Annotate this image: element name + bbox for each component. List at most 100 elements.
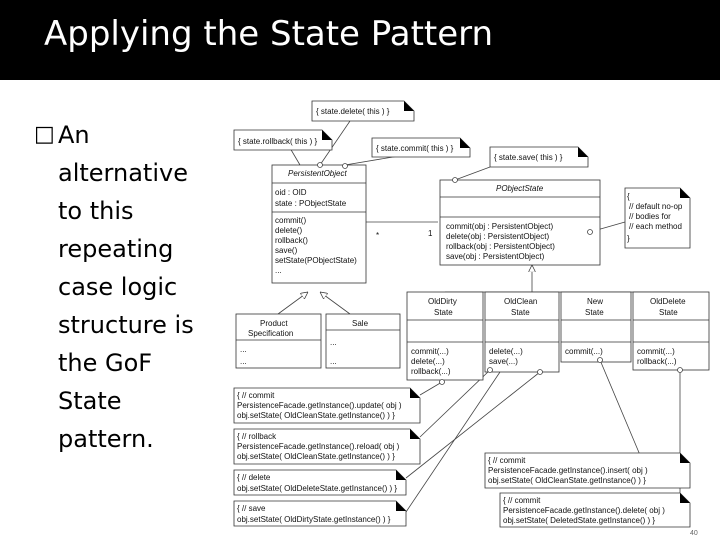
- attribute: oid : OID: [275, 188, 307, 197]
- note-save: { // save obj.setState( OldDirtyState.ge…: [233, 500, 407, 527]
- class-product-specification: Product Specification ... ...: [235, 313, 322, 369]
- bullet-line: pattern.: [58, 425, 154, 453]
- note-state-rollback: { state.rollback( this ) }: [233, 129, 333, 151]
- note-text: { // commit: [237, 391, 275, 400]
- note-text: { state.save( this ) }: [494, 153, 563, 162]
- note-state-commit: { state.commit( this ) }: [371, 137, 471, 158]
- note-text: PersistenceFacade.getInstance().delete( …: [503, 506, 665, 515]
- anchor-circle: [439, 379, 445, 385]
- bullet-line: to this: [58, 197, 134, 225]
- note-text: { state.commit( this ) }: [376, 144, 454, 153]
- operation: setState(PObjectState): [275, 256, 357, 265]
- note-link: [405, 371, 501, 513]
- attribute: state : PObjectState: [275, 199, 347, 208]
- class-name: State: [659, 308, 678, 317]
- note-text: { // rollback: [237, 432, 277, 441]
- operation: delete(obj : PersistentObject): [446, 232, 549, 241]
- bullet-line: the GoF: [58, 349, 153, 377]
- anchor-circle: [452, 177, 458, 183]
- page-number: 40: [690, 530, 698, 537]
- operation: commit(...): [411, 347, 449, 356]
- note-text: {: [627, 192, 630, 201]
- anchor-circle: [317, 162, 323, 168]
- compartment: ...: [330, 357, 337, 366]
- note-text: obj.setState( OldCleanState.getInstance(…: [237, 452, 395, 461]
- class-name: Specification: [248, 329, 293, 338]
- operation: save(obj : PersistentObject): [446, 252, 545, 261]
- anchor-circle: [597, 357, 603, 363]
- class-name: OldDirty: [428, 297, 457, 306]
- note-commit-update: { // commit PersistenceFacade.getInstanc…: [233, 387, 421, 424]
- note-link: [319, 120, 351, 166]
- compartment: ...: [330, 338, 337, 347]
- operation: rollback(...): [411, 367, 451, 376]
- operation: commit(): [275, 216, 306, 225]
- operation: save(...): [489, 357, 518, 366]
- bullet-line: An: [58, 121, 90, 149]
- operation: rollback(...): [637, 357, 677, 366]
- class-new-state: New State commit(...): [560, 291, 632, 363]
- bullet-text: □ An alternative to this repeating case …: [34, 116, 214, 458]
- operation: rollback(): [275, 236, 308, 245]
- anchor-circle: [587, 229, 593, 235]
- note-commit-insert: { // commit PersistenceFacade.getInstanc…: [484, 452, 691, 489]
- note-link: [405, 371, 541, 479]
- note-link: [419, 369, 491, 438]
- class-name: State: [511, 308, 530, 317]
- note-text: { // save: [237, 504, 266, 513]
- slide-title: Applying the State Pattern: [44, 14, 494, 54]
- note-text: PersistenceFacade.getInstance().insert( …: [488, 466, 648, 475]
- class-name: OldClean: [504, 297, 537, 306]
- note-link: [419, 381, 443, 396]
- class-name: New: [587, 297, 603, 306]
- class-old-dirty-state: OldDirty State commit(...) delete(...) r…: [406, 291, 484, 381]
- multiplicity-many: *: [376, 231, 379, 240]
- note-link: [599, 359, 641, 456]
- class-pobject-state: PObjectState commit(obj : PersistentObje…: [439, 179, 601, 266]
- note-text: obj.setState( OldDeleteState.getInstance…: [237, 484, 397, 493]
- note-delete: { // delete obj.setState( OldDeleteState…: [233, 469, 407, 496]
- note-text: { // commit: [488, 456, 526, 465]
- note-text: PersistenceFacade.getInstance().reload( …: [237, 442, 400, 451]
- class-sale: Sale ... ...: [325, 313, 401, 369]
- note-state-save: { state.save( this ) }: [489, 146, 589, 168]
- bullet-line: State: [58, 387, 122, 415]
- class-name: Sale: [352, 319, 369, 328]
- compartment: ...: [240, 357, 247, 366]
- note-rollback-reload: { // rollback PersistenceFacade.getInsta…: [233, 428, 421, 465]
- note-text: { state.delete( this ) }: [316, 107, 390, 116]
- operation: commit(...): [637, 347, 675, 356]
- class-old-delete-state: OldDelete State commit(...) rollback(...…: [632, 291, 710, 371]
- inheritance-line: [320, 292, 351, 315]
- note-text: { // commit: [503, 496, 541, 505]
- note-text: // bodies for: [629, 212, 671, 221]
- operation: ...: [275, 266, 282, 275]
- bullet-line: repeating: [58, 235, 174, 263]
- operation: commit(...): [565, 347, 603, 356]
- note-text: // default no-op: [629, 202, 683, 211]
- class-name: State: [434, 308, 453, 317]
- multiplicity-one: 1: [428, 229, 433, 238]
- class-name: PersistentObject: [288, 169, 347, 178]
- anchor-circle: [342, 163, 348, 169]
- note-text: // each method: [629, 222, 682, 231]
- note-link: [454, 166, 491, 181]
- class-name: PObjectState: [496, 184, 544, 193]
- bullet-line: structure is: [58, 311, 194, 339]
- operation: save(): [275, 246, 298, 255]
- note-text: obj.setState( OldCleanState.getInstance(…: [488, 476, 646, 485]
- note-text: obj.setState( OldDirtyState.getInstance(…: [237, 515, 391, 524]
- bullet-line: alternative: [58, 159, 188, 187]
- inheritance-line: [277, 292, 308, 315]
- class-name: OldDelete: [650, 297, 686, 306]
- compartment: ...: [240, 345, 247, 354]
- anchor-circle: [677, 367, 683, 373]
- note-link: [289, 147, 301, 166]
- note-text: PersistenceFacade.getInstance().update( …: [237, 401, 402, 410]
- class-name: State: [585, 308, 604, 317]
- operation: commit(obj : PersistentObject): [446, 222, 553, 231]
- note-anchors: [317, 162, 683, 385]
- anchor-circle: [537, 369, 543, 375]
- bullet-line: case logic: [58, 273, 178, 301]
